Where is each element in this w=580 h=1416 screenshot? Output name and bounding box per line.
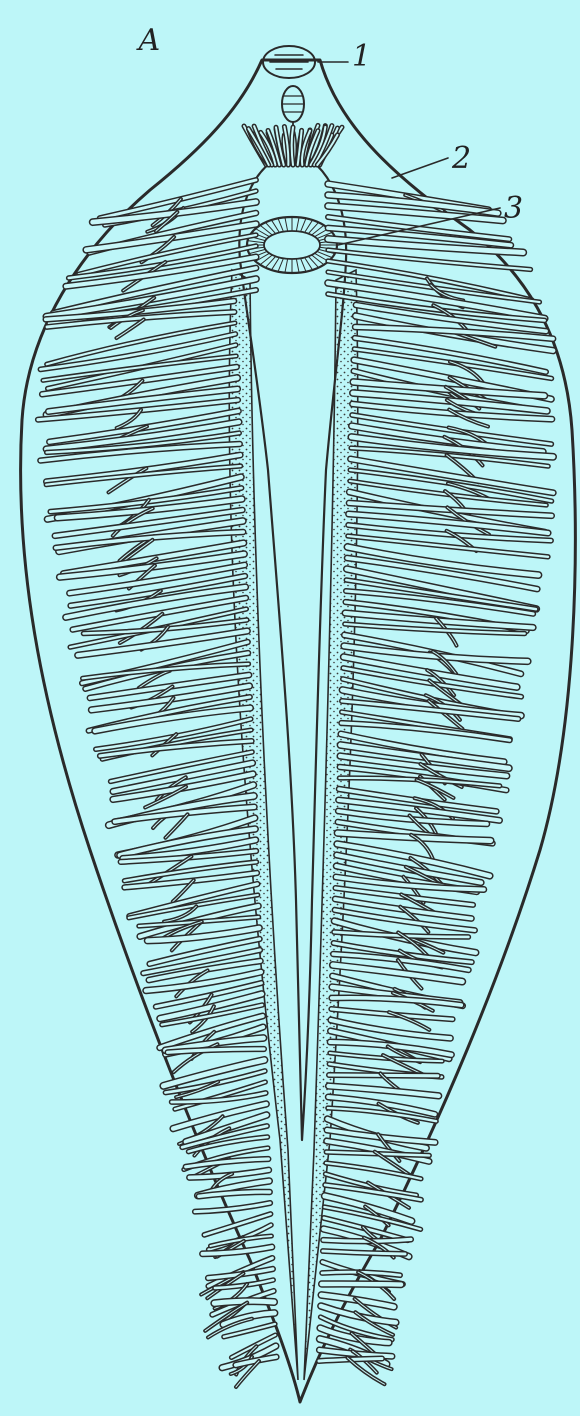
label-1: 1 xyxy=(352,39,371,74)
panel-letter: А xyxy=(136,23,161,58)
leader-line-2 xyxy=(392,158,448,178)
label-3: 3 xyxy=(504,191,523,226)
oral-sucker xyxy=(263,46,315,78)
ventral-sucker xyxy=(247,217,337,273)
label-2: 2 xyxy=(451,141,471,176)
branching-caeca xyxy=(38,125,553,1387)
